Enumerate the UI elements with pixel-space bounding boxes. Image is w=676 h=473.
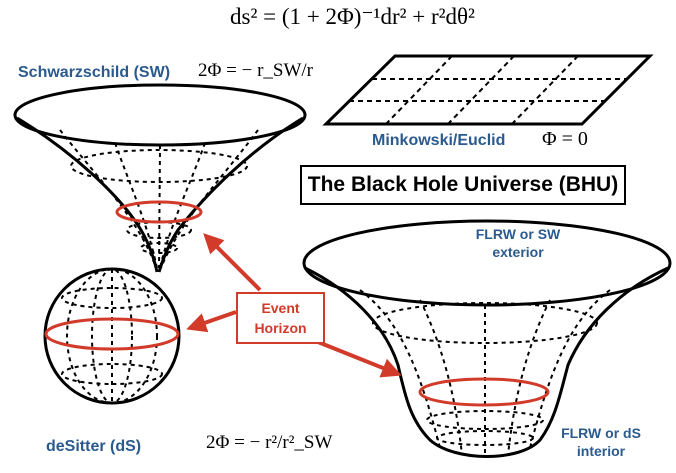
minkowski-label: Minkowski/Euclid: [372, 132, 506, 149]
event-horizon-arrows: [186, 233, 402, 378]
bhu-funnel: [302, 219, 672, 458]
arrow-to-schwarzschild: [203, 233, 262, 292]
event-horizon-box: Event Horizon: [236, 292, 325, 344]
minkowski-potential: Φ = 0: [542, 128, 588, 150]
event-horizon-line2: Horizon: [254, 320, 307, 336]
event-horizon-line1: Event: [261, 300, 300, 316]
bhu-interior-line2: interior: [576, 443, 626, 459]
arrow-to-desitter: [186, 310, 237, 333]
schwarzschild-funnel: [13, 83, 307, 273]
schwarzschild-potential: 2Φ = − r_SW/r: [198, 60, 314, 81]
desitter-potential: 2Φ = − r²/r²_SW: [206, 432, 333, 453]
arrow-to-bhu: [317, 340, 402, 378]
schwarzschild-label: Schwarzschild (SW): [18, 64, 171, 81]
bhu-interior-label: FLRW or dS interior: [546, 424, 656, 460]
bhu-exterior-line2: exterior: [492, 244, 544, 260]
desitter-sphere: [43, 267, 181, 405]
metric-equation: ds² = (1 + 2Φ)⁻¹dr² + r²dθ²: [230, 4, 475, 29]
desitter-label: deSitter (dS): [46, 438, 142, 455]
page-title: The Black Hole Universe (BHU): [300, 165, 626, 205]
bhu-interior-line1: FLRW or dS: [561, 425, 641, 441]
bhu-exterior-label: FLRW or SW exterior: [458, 225, 578, 261]
bhu-exterior-line1: FLRW or SW: [475, 226, 561, 242]
minkowski-sheet: [322, 54, 654, 126]
